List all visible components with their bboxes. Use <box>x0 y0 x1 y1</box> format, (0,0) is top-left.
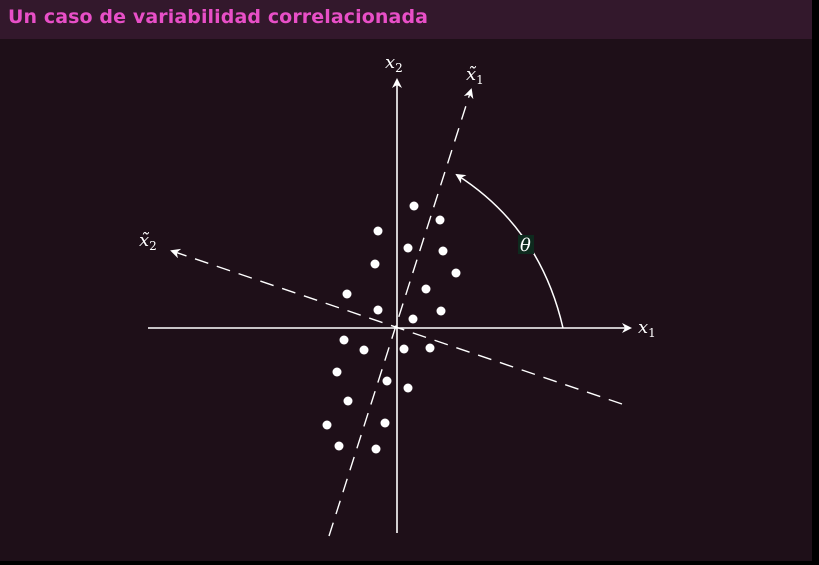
data-point <box>436 306 446 316</box>
data-point <box>339 335 349 345</box>
data-point <box>435 215 445 225</box>
data-point <box>451 268 461 278</box>
data-point <box>332 367 342 377</box>
right-border <box>812 0 819 565</box>
data-point <box>322 420 332 430</box>
data-point <box>425 343 435 353</box>
data-point <box>371 444 381 454</box>
data-point <box>334 441 344 451</box>
data-point <box>373 226 383 236</box>
data-point <box>380 418 390 428</box>
data-point <box>403 383 413 393</box>
data-point <box>421 284 431 294</box>
data-point <box>399 344 409 354</box>
data-point <box>373 305 383 315</box>
x2-label: x2 <box>385 52 403 75</box>
bottom-border <box>0 561 819 565</box>
x-tilde-2-label: x̃2 <box>139 230 157 253</box>
title-bar: Un caso de variabilidad correlacionada <box>0 0 812 39</box>
data-point <box>409 201 419 211</box>
data-point <box>343 396 353 406</box>
data-point <box>403 243 413 253</box>
data-points <box>322 201 461 454</box>
theta-label-background <box>518 235 534 254</box>
data-point <box>408 314 418 324</box>
data-point <box>438 246 448 256</box>
data-point <box>370 259 380 269</box>
data-point <box>342 289 352 299</box>
data-point <box>382 376 392 386</box>
x1-label: x1 <box>638 317 656 340</box>
theta-label: θ <box>520 235 531 256</box>
theta-arc <box>455 173 564 329</box>
data-point <box>359 345 369 355</box>
slide-title: Un caso de variabilidad correlacionada <box>8 6 429 28</box>
x-tilde-2-axis <box>170 248 623 405</box>
x-tilde-1-axis <box>328 88 474 537</box>
x-tilde-1-label: x̃1 <box>466 64 484 87</box>
